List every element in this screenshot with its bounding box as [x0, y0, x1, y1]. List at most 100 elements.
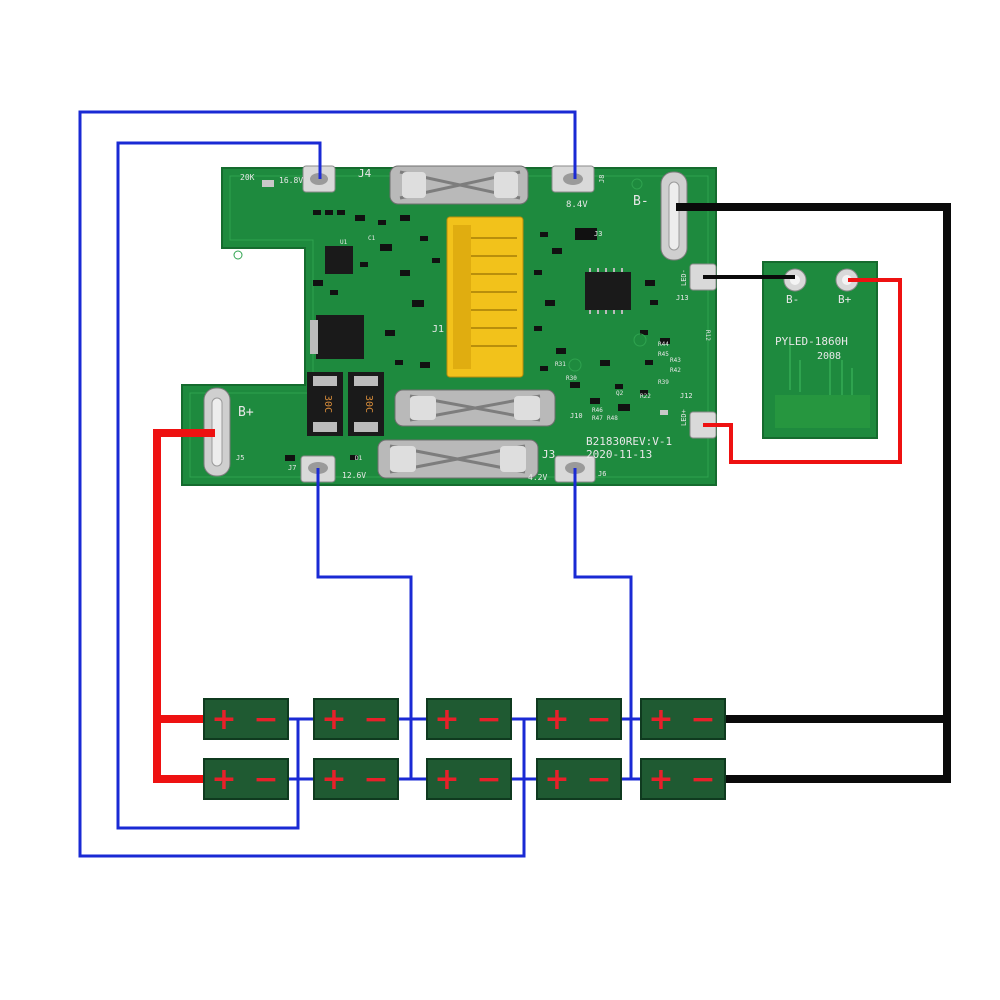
- battery-cell: +−: [640, 698, 726, 740]
- label-j13: J13: [676, 294, 689, 302]
- label-r46: R46: [592, 407, 603, 414]
- label-j6: J6: [598, 470, 606, 478]
- battery-cell: +−: [203, 698, 289, 740]
- led-board: B- B+ PYLED-1860H 2008: [762, 261, 878, 439]
- label-j8: J8: [598, 175, 606, 183]
- label-12v6: 12.6V: [342, 471, 366, 480]
- label-r12: R12: [704, 330, 711, 341]
- cell-minus-sign: −: [253, 702, 278, 737]
- black-wires: [676, 203, 951, 783]
- battery-cell: +−: [536, 698, 622, 740]
- label-r45: R45: [658, 351, 669, 358]
- battery-cell: +−: [426, 698, 512, 740]
- cell-minus-sign: −: [476, 762, 501, 797]
- label-b-minus: B-: [633, 194, 649, 209]
- label-j4: J4: [358, 167, 372, 180]
- label-j1: J1: [432, 324, 444, 335]
- mosfet-left: [316, 315, 364, 359]
- label-r44: R44: [658, 341, 669, 348]
- cell-plus-sign: +: [434, 702, 459, 737]
- cell-plus-sign: +: [648, 762, 673, 797]
- label-d1: D1: [355, 455, 363, 462]
- cell-plus-sign: +: [544, 762, 569, 797]
- label-j7: J7: [288, 464, 296, 472]
- spring-contact-j3: [377, 439, 539, 479]
- led-label-b-minus: B-: [786, 293, 799, 306]
- cell-minus-sign: −: [363, 702, 388, 737]
- label-u1: U1: [340, 239, 348, 246]
- wire-led-plus: [703, 278, 902, 464]
- label-r42: R42: [670, 367, 681, 374]
- label-r30: R30: [566, 375, 577, 382]
- wire-link-1: [288, 717, 316, 781]
- mosfet-a: 30C: [307, 372, 343, 436]
- ic-chip-small: [325, 246, 353, 274]
- label-j3: J3: [542, 448, 555, 461]
- led-label-b-plus: B+: [838, 293, 852, 306]
- label-j10: J10: [570, 412, 583, 420]
- label-r47: R47: [592, 415, 603, 422]
- bms-board: 30C 30C: [181, 165, 717, 486]
- wire-16v8: [116, 141, 322, 830]
- label-4v2: 4.2V: [528, 473, 547, 482]
- label-r43: R43: [670, 357, 681, 364]
- cell-minus-sign: −: [586, 702, 611, 737]
- spring-contact-j10: [394, 389, 556, 427]
- pad-8v4-hole: [563, 173, 583, 185]
- label-j3-tag: J3: [594, 230, 602, 238]
- label-led-minus: LED-: [680, 269, 688, 286]
- svg-text:30C: 30C: [363, 395, 374, 413]
- label-8v4: 8.4V: [566, 200, 588, 210]
- label-c1: C1: [368, 235, 376, 242]
- label-j12: J12: [680, 392, 693, 400]
- blue-wires: [78, 110, 644, 858]
- wire-12v6: [316, 468, 413, 779]
- label-r31: R31: [555, 361, 566, 368]
- label-q2: Q2: [616, 390, 624, 397]
- red-wires: [153, 278, 902, 783]
- svg-text:30C: 30C: [322, 395, 333, 413]
- battery-cells: +−+−+−+−+−+−+−+−+−+−: [203, 698, 726, 800]
- cell-plus-sign: +: [434, 762, 459, 797]
- wire-link-2: [398, 717, 430, 781]
- cell-plus-sign: +: [648, 702, 673, 737]
- yellow-connector: [446, 216, 524, 378]
- led-label-code: 2008: [817, 351, 841, 362]
- cell-plus-sign: +: [321, 762, 346, 797]
- wire-4v2: [573, 468, 633, 779]
- battery-cell: +−: [536, 758, 622, 800]
- spring-contact-j4: [389, 165, 529, 205]
- label-20k: 20K: [240, 173, 255, 182]
- cell-plus-sign: +: [544, 702, 569, 737]
- wire-8v4: [78, 110, 577, 858]
- cell-minus-sign: −: [363, 762, 388, 797]
- label-board-model: B21830REV:V-1: [586, 435, 672, 448]
- label-j5: J5: [236, 454, 244, 462]
- cell-plus-sign: +: [321, 702, 346, 737]
- cell-minus-sign: −: [586, 762, 611, 797]
- b-minus-terminal-slot: [668, 181, 680, 251]
- battery-cell: +−: [313, 698, 399, 740]
- wire-b-plus: [153, 429, 215, 783]
- battery-cell: +−: [313, 758, 399, 800]
- battery-cell: +−: [640, 758, 726, 800]
- ic-chip-main: [585, 272, 631, 310]
- mosfet-b: 30C: [348, 372, 384, 436]
- battery-cell: +−: [203, 758, 289, 800]
- label-b-plus: B+: [238, 405, 254, 420]
- cell-minus-sign: −: [690, 702, 715, 737]
- label-16v8: 16.8V: [279, 176, 303, 185]
- wire-link-3: [510, 717, 538, 781]
- label-r48: R48: [607, 415, 618, 422]
- led-label-model: PYLED-1860H: [775, 335, 848, 348]
- label-r39: R39: [658, 379, 669, 386]
- label-board-date: 2020-11-13: [586, 448, 652, 461]
- smd-components: [285, 210, 670, 461]
- cell-plus-sign: +: [211, 702, 236, 737]
- battery-cell: +−: [426, 758, 512, 800]
- wire-b-minus: [676, 203, 951, 783]
- cell-minus-sign: −: [476, 702, 501, 737]
- cell-minus-sign: −: [690, 762, 715, 797]
- cell-plus-sign: +: [211, 762, 236, 797]
